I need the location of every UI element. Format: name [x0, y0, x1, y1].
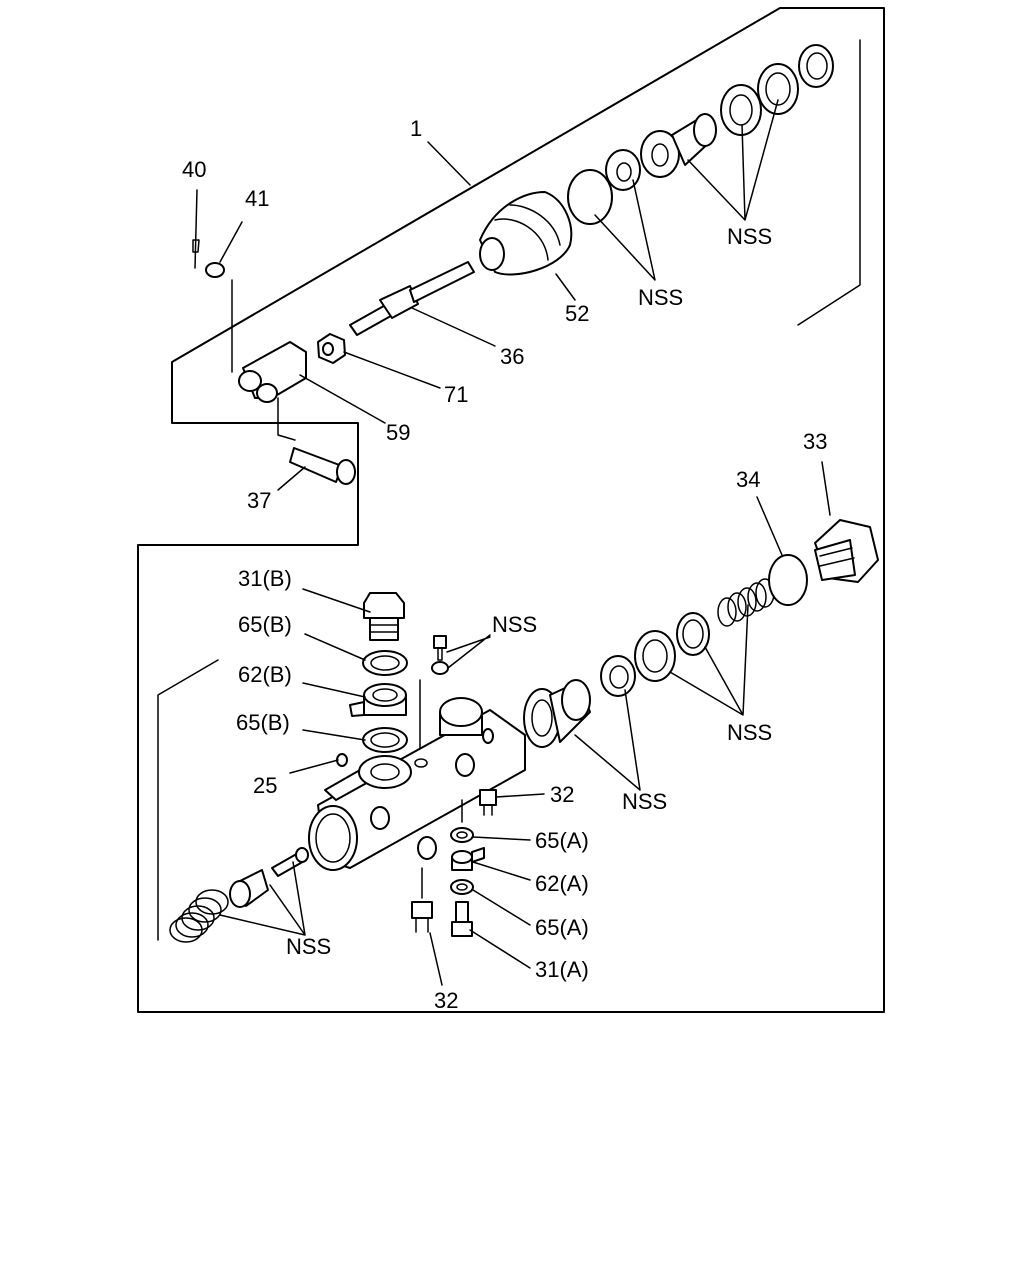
label-32-bottom: 32 [434, 988, 458, 1013]
washer-65b-bottom [362, 727, 408, 753]
o-ring-34 [768, 554, 808, 606]
nut-71 [317, 333, 346, 364]
label-nss-mid: NSS [622, 789, 667, 814]
label-52: 52 [565, 301, 589, 326]
washer-65b-top [362, 650, 408, 676]
end-plug-33 [814, 519, 879, 583]
label-nss-bolt: NSS [492, 612, 537, 637]
leader-lines [219, 99, 831, 986]
washer-lower-1-inner [609, 665, 629, 689]
seal-lower-1 [634, 630, 676, 682]
washer-top-hole [616, 162, 632, 182]
washer-65a-bottom-inner [456, 883, 468, 891]
label-nss-top-a: NSS [638, 285, 683, 310]
snap-ring-top [567, 169, 613, 225]
master-cylinder-body [308, 697, 526, 871]
label-65b-top: 65(B) [238, 612, 292, 637]
label-71: 71 [444, 382, 468, 407]
label-65b-bottom: 65(B) [236, 710, 290, 735]
label-62a: 62(A) [535, 871, 589, 896]
label-25: 25 [253, 773, 277, 798]
lower-left-bracket [157, 659, 219, 941]
seal-lower-2 [676, 612, 710, 656]
washer-65b-top-inner [370, 655, 400, 671]
label-37: 37 [247, 488, 271, 513]
seal-top-2-inner [765, 72, 791, 106]
label-59: 59 [386, 420, 410, 445]
piston-lower [523, 679, 591, 748]
bleeder-32-bottom [411, 867, 433, 933]
label-31b: 31(B) [238, 566, 292, 591]
label-nss-bottom-left: NSS [286, 934, 331, 959]
spring-lower-right [717, 578, 775, 627]
washer-top [605, 149, 641, 191]
label-34: 34 [736, 467, 760, 492]
seal-top-2 [757, 63, 799, 115]
bleeder-32-right [479, 789, 497, 816]
seal-top-1-inner [729, 94, 753, 126]
washer-lower-1 [600, 655, 636, 697]
union-62b [349, 683, 407, 717]
spring-lower-left [169, 889, 229, 943]
label-33: 33 [803, 429, 827, 454]
seal-top-1 [720, 84, 762, 136]
seal-lower-1-inner [642, 639, 668, 673]
label-41: 41 [245, 186, 269, 211]
label-1: 1 [410, 116, 422, 141]
label-40: 40 [182, 157, 206, 182]
cotter-pin-40 [192, 189, 200, 269]
washer-41 [205, 262, 225, 278]
stopper-pin [271, 847, 309, 877]
washer-65a-top-inner [456, 831, 468, 839]
part-labels: 1 40 41 52 36 71 59 37 NSS NSS 33 34 31(… [182, 116, 827, 1013]
upper-right-bracket [797, 39, 861, 326]
piston-top [640, 113, 717, 178]
label-nss-mid-right: NSS [727, 720, 772, 745]
clevis-59 [238, 341, 307, 403]
spring-retainer [229, 869, 269, 908]
label-62b: 62(B) [238, 662, 292, 687]
seal-lower-2-inner [682, 619, 704, 649]
label-31a: 31(A) [535, 957, 589, 982]
cap-top [798, 44, 834, 88]
label-nss-top-b: NSS [727, 224, 772, 249]
label-36: 36 [500, 344, 524, 369]
cap-top-inner [806, 52, 828, 80]
push-rod-36 [349, 261, 475, 336]
plug-31a [451, 901, 473, 937]
plug-31b [363, 592, 405, 641]
washer-65a-top [450, 827, 474, 843]
label-65a-top: 65(A) [535, 828, 589, 853]
label-65a-bottom: 65(A) [535, 915, 589, 940]
diagram-frame [137, 7, 885, 1013]
boot-52 [479, 191, 573, 276]
union-62a [451, 847, 485, 871]
label-32-right: 32 [550, 782, 574, 807]
washer-65a-bottom [450, 879, 474, 895]
clevis-pin-37 [277, 397, 356, 485]
washer-65b-bottom-inner [370, 732, 400, 748]
